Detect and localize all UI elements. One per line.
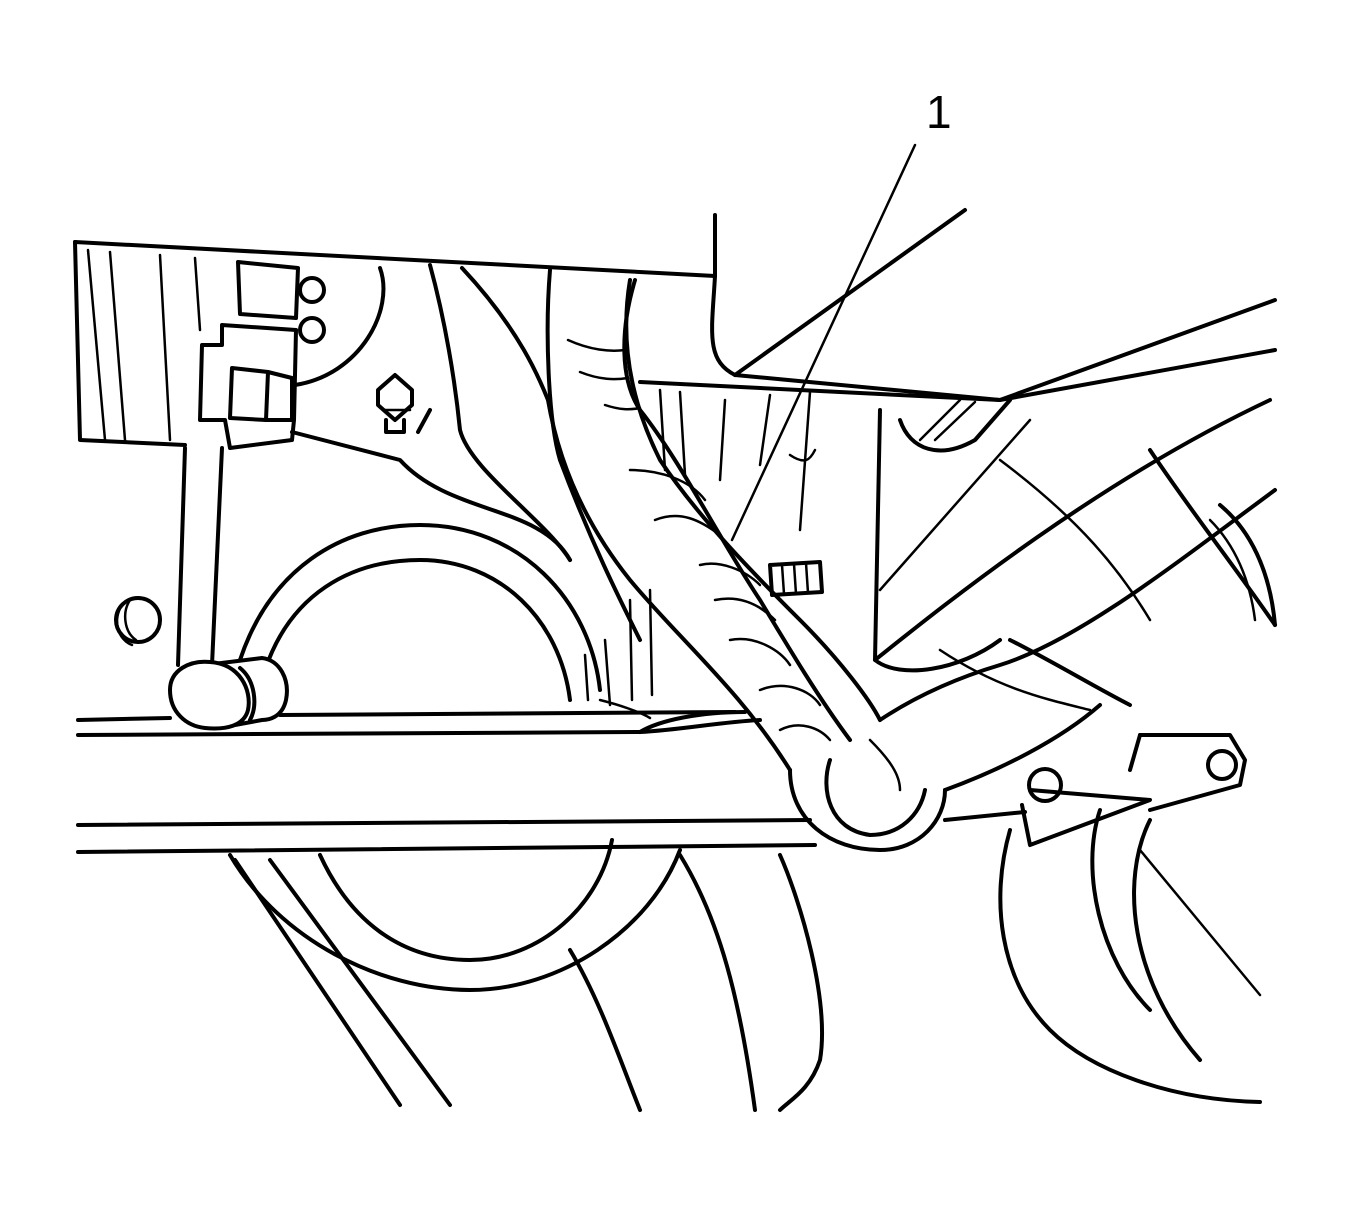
mounting-stud	[376, 373, 432, 434]
cross-member	[76, 698, 817, 854]
callout-1-leader-line	[730, 143, 917, 542]
circular-housing	[228, 523, 824, 1112]
callout-1-label: 1	[926, 86, 952, 138]
hose-assembly	[546, 278, 1277, 852]
callout-1: 1	[730, 86, 952, 542]
rubber-plug	[114, 596, 162, 647]
connector-bracket	[176, 260, 572, 667]
lower-right-bracket	[943, 733, 1262, 1104]
upper-left-panel	[73, 213, 1277, 447]
left-mount-bushing	[168, 656, 289, 731]
right-structure	[733, 208, 1277, 712]
hose-fitting	[768, 560, 824, 597]
frame-member	[428, 263, 852, 742]
